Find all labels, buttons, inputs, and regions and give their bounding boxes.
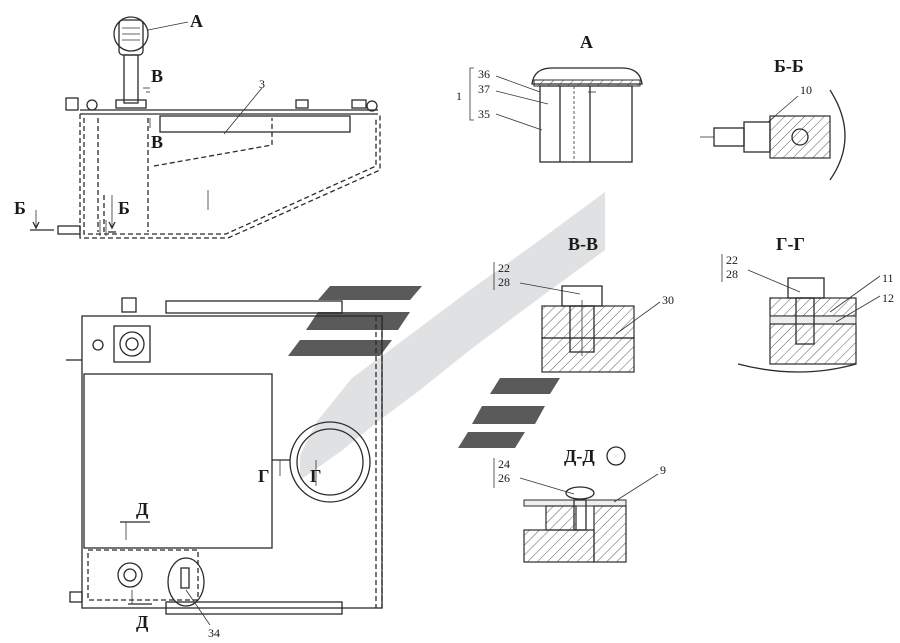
side-view: [30, 16, 381, 239]
section-marker-g-left: Г: [258, 466, 269, 486]
callout-24: 24: [498, 457, 510, 471]
view-title-bb: Б-Б: [774, 56, 804, 76]
section-marker-d-bottom: Д: [136, 612, 149, 632]
callout-28-vv: 28: [498, 275, 510, 289]
view-marker-a: А: [190, 11, 203, 31]
callout-26: 26: [498, 471, 510, 485]
section-marker-g-right: Г: [310, 466, 321, 486]
callout-36: 36: [478, 67, 490, 81]
callout-12: 12: [882, 291, 894, 305]
view-title-dd: Д-Д: [564, 446, 595, 466]
callout-11: 11: [882, 271, 894, 285]
callout-3: 3: [259, 77, 265, 91]
callout-22-vv: 22: [498, 261, 510, 275]
section-marker-v-bottom: В: [151, 132, 163, 152]
view-title-vv: В-В: [568, 234, 598, 254]
section-gg-detail: [721, 254, 881, 373]
section-vv-detail: [493, 262, 661, 373]
callout-22-gg: 22: [726, 253, 738, 267]
section-marker-d-top: Д: [136, 499, 149, 519]
view-a-detail: [469, 67, 643, 163]
plan-view: [66, 297, 383, 626]
callout-1: 1: [456, 89, 462, 103]
callout-9: 9: [660, 463, 666, 477]
callout-37: 37: [478, 82, 490, 96]
callout-28-gg: 28: [726, 267, 738, 281]
section-marker-b-right: Б: [118, 198, 130, 218]
section-bb-detail: [700, 89, 846, 181]
callout-10: 10: [800, 83, 812, 97]
section-marker-b-left: Б: [14, 198, 26, 218]
view-title-gg: Г-Г: [776, 234, 805, 254]
callout-34: 34: [208, 626, 220, 640]
view-title-a: А: [580, 32, 593, 52]
section-marker-v-top: В: [151, 66, 163, 86]
callout-30: 30: [662, 293, 674, 307]
section-dd-detail: [493, 446, 659, 563]
callout-35: 35: [478, 107, 490, 121]
